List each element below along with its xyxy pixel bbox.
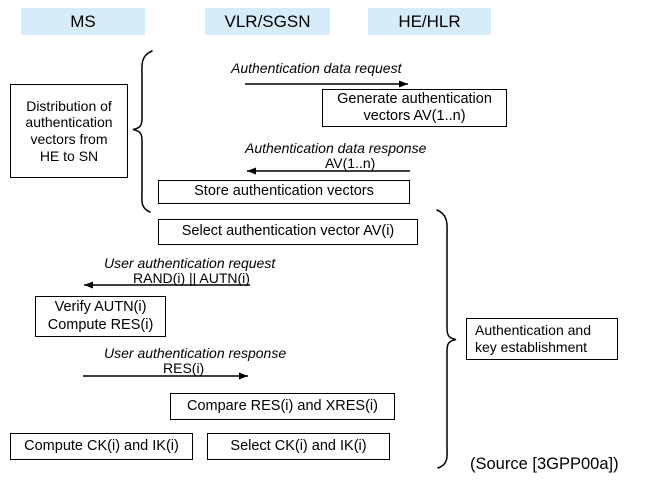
phase-distribution-line-1: Distribution of [26,97,112,114]
message-label-auth-data-request-title: Authentication data request [231,60,402,76]
compare-res-line-1: Compare RES(i) and XRES(i) [187,397,378,414]
brace-authentication-phase [436,209,457,469]
store-av-line-1: Store authentication vectors [194,183,374,200]
select-ck-ik-line-1: Select CK(i) and IK(i) [230,437,367,454]
phase-label-authentication: Authentication and key establishment [466,318,618,360]
source-note: (Source [3GPP00a]) [470,455,619,473]
process-box-compare-res: Compare RES(i) and XRES(i) [170,393,395,420]
column-header-he-hlr: HE/HLR [368,8,491,35]
select-av-line-1: Select authentication vector AV(i) [181,223,395,240]
message-label-user-auth-request-title: User authentication request [104,255,276,271]
message-label-user-auth-request-payload: RAND(i) || AUTN(i) [133,270,250,286]
compute-ck-ik-line-1: Compute CK(i) and IK(i) [24,437,179,454]
process-box-store-av: Store authentication vectors [158,180,410,204]
process-box-select-av: Select authentication vector AV(i) [158,219,418,245]
phase-distribution-line-2: authentication [25,114,113,131]
process-box-verify-autn: Verify AUTN(i) Compute RES(i) [35,296,166,337]
phase-authentication-line-2: key establishment [475,339,588,355]
column-header-ms: MS [21,8,145,35]
process-box-compute-ck-ik: Compute CK(i) and IK(i) [10,433,193,460]
phase-distribution-line-4: HE to SN [39,147,99,164]
verify-autn-line-2: Compute RES(i) [47,316,154,333]
phase-distribution-line-3: vectors from [30,131,108,147]
message-label-user-auth-response-payload: RES(i) [163,360,205,376]
message-label-auth-data-response-title: Authentication data response [245,140,427,156]
message-label-user-auth-response-title: User authentication response [104,345,287,361]
generate-av-line-1: Generate authentication [337,90,492,107]
process-box-select-ck-ik: Select CK(i) and IK(i) [207,433,390,460]
phase-label-distribution: Distribution of authentication vectors f… [10,84,128,178]
verify-autn-line-1: Verify AUTN(i) [54,299,147,316]
generate-av-line-2: vectors AV(1..n) [363,108,466,124]
phase-authentication-line-1: Authentication and [475,322,591,339]
process-box-generate-av: Generate authentication vectors AV(1..n) [322,89,507,127]
column-header-vlr-sgsn: VLR/SGSN [205,8,330,35]
message-label-auth-data-response-payload: AV(1..n) [325,155,376,171]
brace-distribution-phase [132,50,153,213]
